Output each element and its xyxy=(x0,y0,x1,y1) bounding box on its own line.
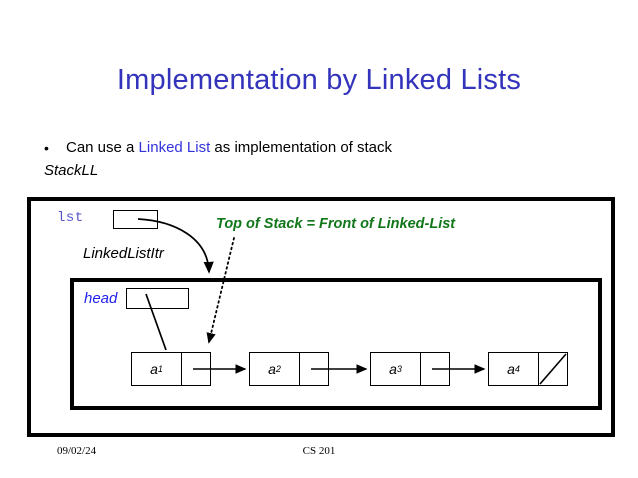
top-of-stack-annotation: Top of Stack = Front of Linked-List xyxy=(216,216,456,232)
node-data-base: a xyxy=(150,361,158,377)
node-null-pointer-cell xyxy=(539,353,567,385)
head-variable-label: head xyxy=(84,290,118,307)
node-data-base: a xyxy=(268,361,276,377)
node-data-base: a xyxy=(507,361,515,377)
bullet-item: • Can use a Linked List as implementatio… xyxy=(44,138,604,158)
footer-course-code: CS 201 xyxy=(302,445,336,457)
node-pointer-cell xyxy=(421,353,449,385)
bullet-keyword-linked-list: Linked List xyxy=(138,139,211,156)
node-data-subscript: 1 xyxy=(157,364,163,374)
lst-pointer-box xyxy=(113,210,158,229)
bullet-marker-icon: • xyxy=(44,140,49,156)
footer-date: 09/02/24 xyxy=(57,445,97,457)
bullet-text: Can use a Linked List as implementation … xyxy=(66,138,392,158)
bullet-text-suffix: as implementation of stack xyxy=(210,139,393,156)
bullet-text-prefix: Can use a xyxy=(66,139,139,156)
class-name-stackll: StackLL xyxy=(44,162,99,179)
page-title: Implementation by Linked Lists xyxy=(116,64,522,96)
body-content: • Can use a Linked List as implementatio… xyxy=(44,138,604,179)
node-data-subscript: 2 xyxy=(275,364,281,374)
linkedlistitr-type-label: LinkedListItr xyxy=(83,245,164,262)
node-pointer-cell xyxy=(300,353,328,385)
node-data-base: a xyxy=(389,361,397,377)
node-data-subscript: 3 xyxy=(396,364,402,374)
lst-variable-label: lst xyxy=(57,210,84,226)
head-pointer-box xyxy=(126,288,189,309)
node-data-subscript: 4 xyxy=(514,364,520,374)
node-pointer-cell xyxy=(182,353,210,385)
